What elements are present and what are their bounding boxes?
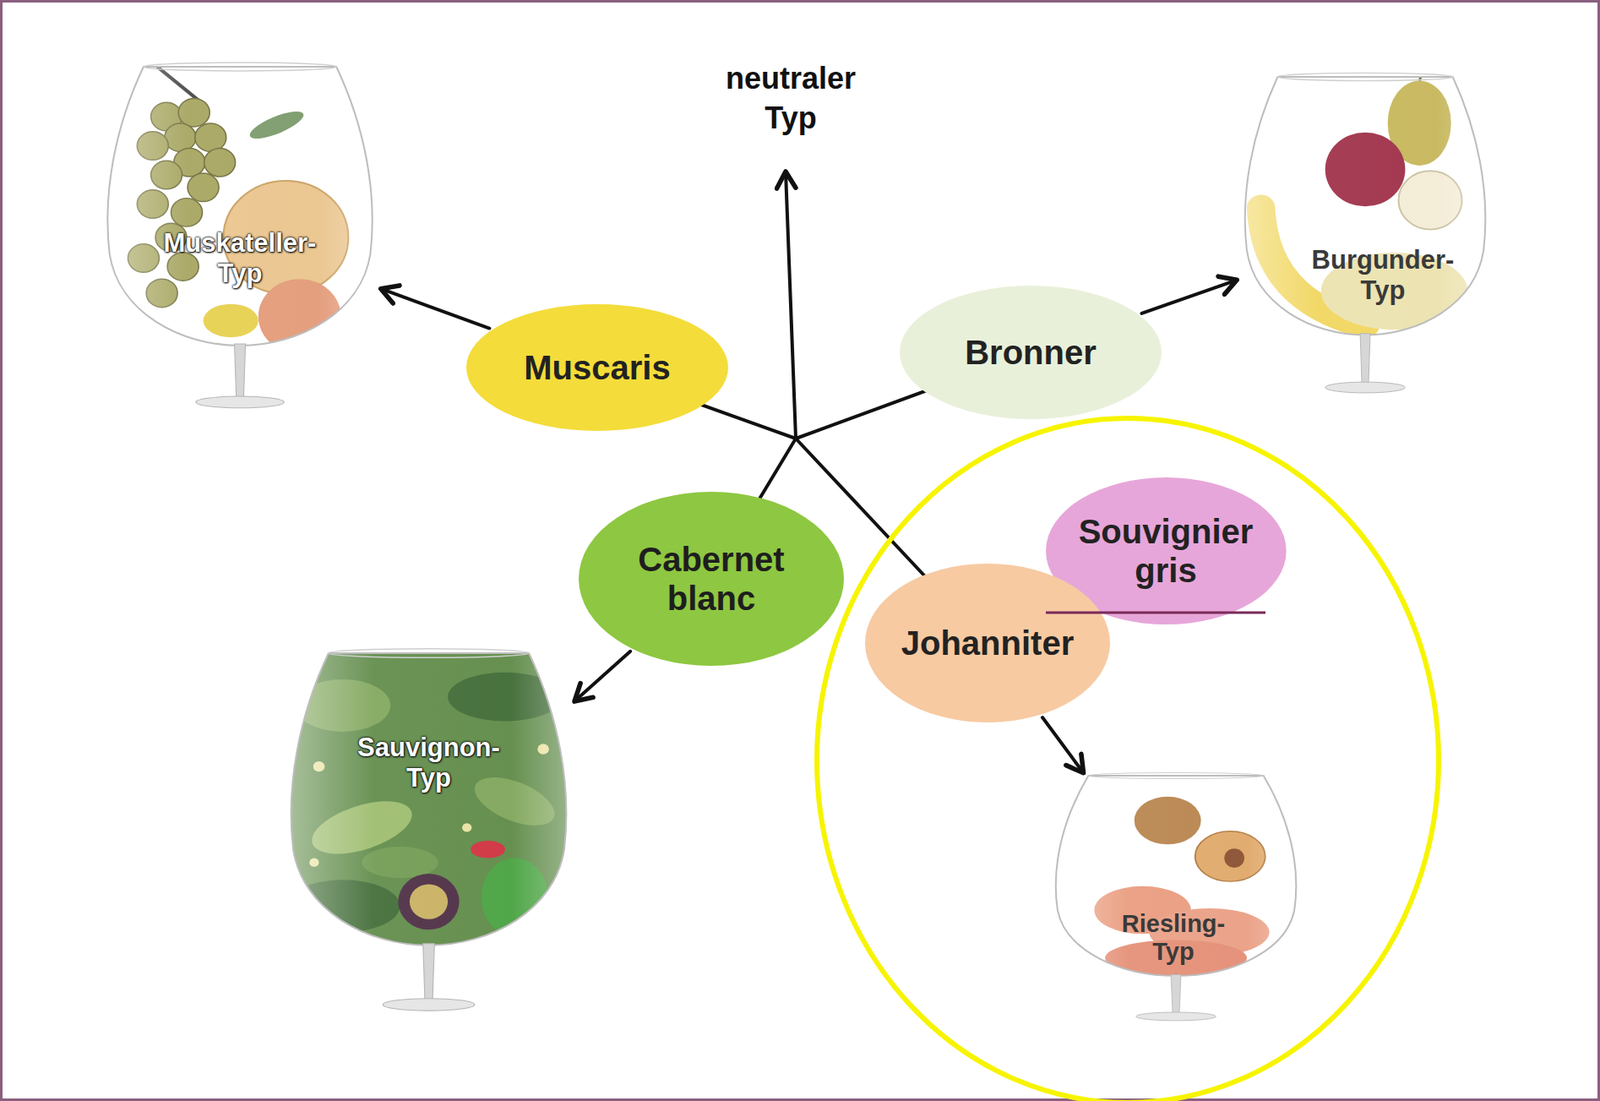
node-text: Muscaris: [523, 348, 670, 387]
riesling-glass: [1055, 775, 1297, 976]
variety-ellipse: Cabernet blanc: [578, 491, 844, 666]
variety-ellipse: Muscaris: [466, 304, 729, 431]
muscat-glass: [143, 62, 337, 71]
arrow-connector: [1042, 717, 1084, 773]
node-text: Johanniter: [901, 623, 1074, 663]
muscat-glass: [107, 66, 372, 346]
muscat-glass: [195, 396, 284, 409]
ellipse-fill: [466, 304, 729, 431]
variety-ellipse: Bronner: [899, 285, 1162, 420]
burgundy-glass: [1245, 69, 1486, 393]
highlight-circle: [816, 418, 1439, 1101]
riesling-glass: [1088, 772, 1263, 779]
muscat-glass: [107, 62, 372, 409]
riesling-glass: [1136, 1012, 1217, 1021]
node-text: Burgunder- Typ: [1305, 244, 1462, 305]
sauvignon-glass: [285, 648, 572, 1011]
node-text: Muskateller- Typ: [155, 228, 325, 289]
wine-type-glass: Muskateller- Typ: [102, 66, 378, 409]
node-text: Cabernet blanc: [618, 539, 805, 618]
wine-type-glass: Sauvignon- Typ: [285, 653, 572, 1011]
sauvignon-glass: [291, 653, 567, 946]
neutral-arrow: [785, 171, 796, 439]
sauvignon-glass: [285, 653, 572, 950]
ellipse-fill: [865, 563, 1111, 723]
riesling-glass: [1170, 974, 1181, 1013]
muscat-glass: [234, 343, 246, 398]
sauvignon-glass: [285, 653, 572, 950]
wine-type-glass: Burgunder- Typ: [1240, 76, 1491, 393]
ellipse-shape: [578, 491, 844, 666]
node-text: Sauvignon- Typ: [350, 732, 507, 793]
sauvignon-glass: [382, 998, 474, 1011]
arrow-connector: [1141, 279, 1237, 314]
burgundy-glass: [1360, 333, 1371, 384]
burgundy-glass: [1277, 72, 1453, 81]
variety-ellipse: Johanniter: [865, 563, 1111, 723]
ellipse-fill: [899, 285, 1162, 420]
sauvignon-glass: [423, 943, 436, 1001]
sauvignon-glass: [328, 648, 529, 658]
axis-label: neutraler Typ: [714, 59, 867, 139]
node-text: Riesling- Typ: [1114, 909, 1233, 967]
ellipse-fill: [578, 491, 844, 666]
wine-type-glass: Riesling- Typ: [1050, 775, 1301, 1021]
burgundy-glass: [1245, 76, 1486, 336]
arrow-connector: [574, 651, 631, 702]
arrow-connector: [380, 288, 490, 329]
riesling-glass: [1055, 772, 1297, 1020]
node-text: Souvignier gris: [1072, 511, 1259, 590]
burgundy-glass: [1325, 381, 1406, 393]
node-text: Bronner: [964, 332, 1097, 372]
underline-mark: [1045, 611, 1266, 615]
